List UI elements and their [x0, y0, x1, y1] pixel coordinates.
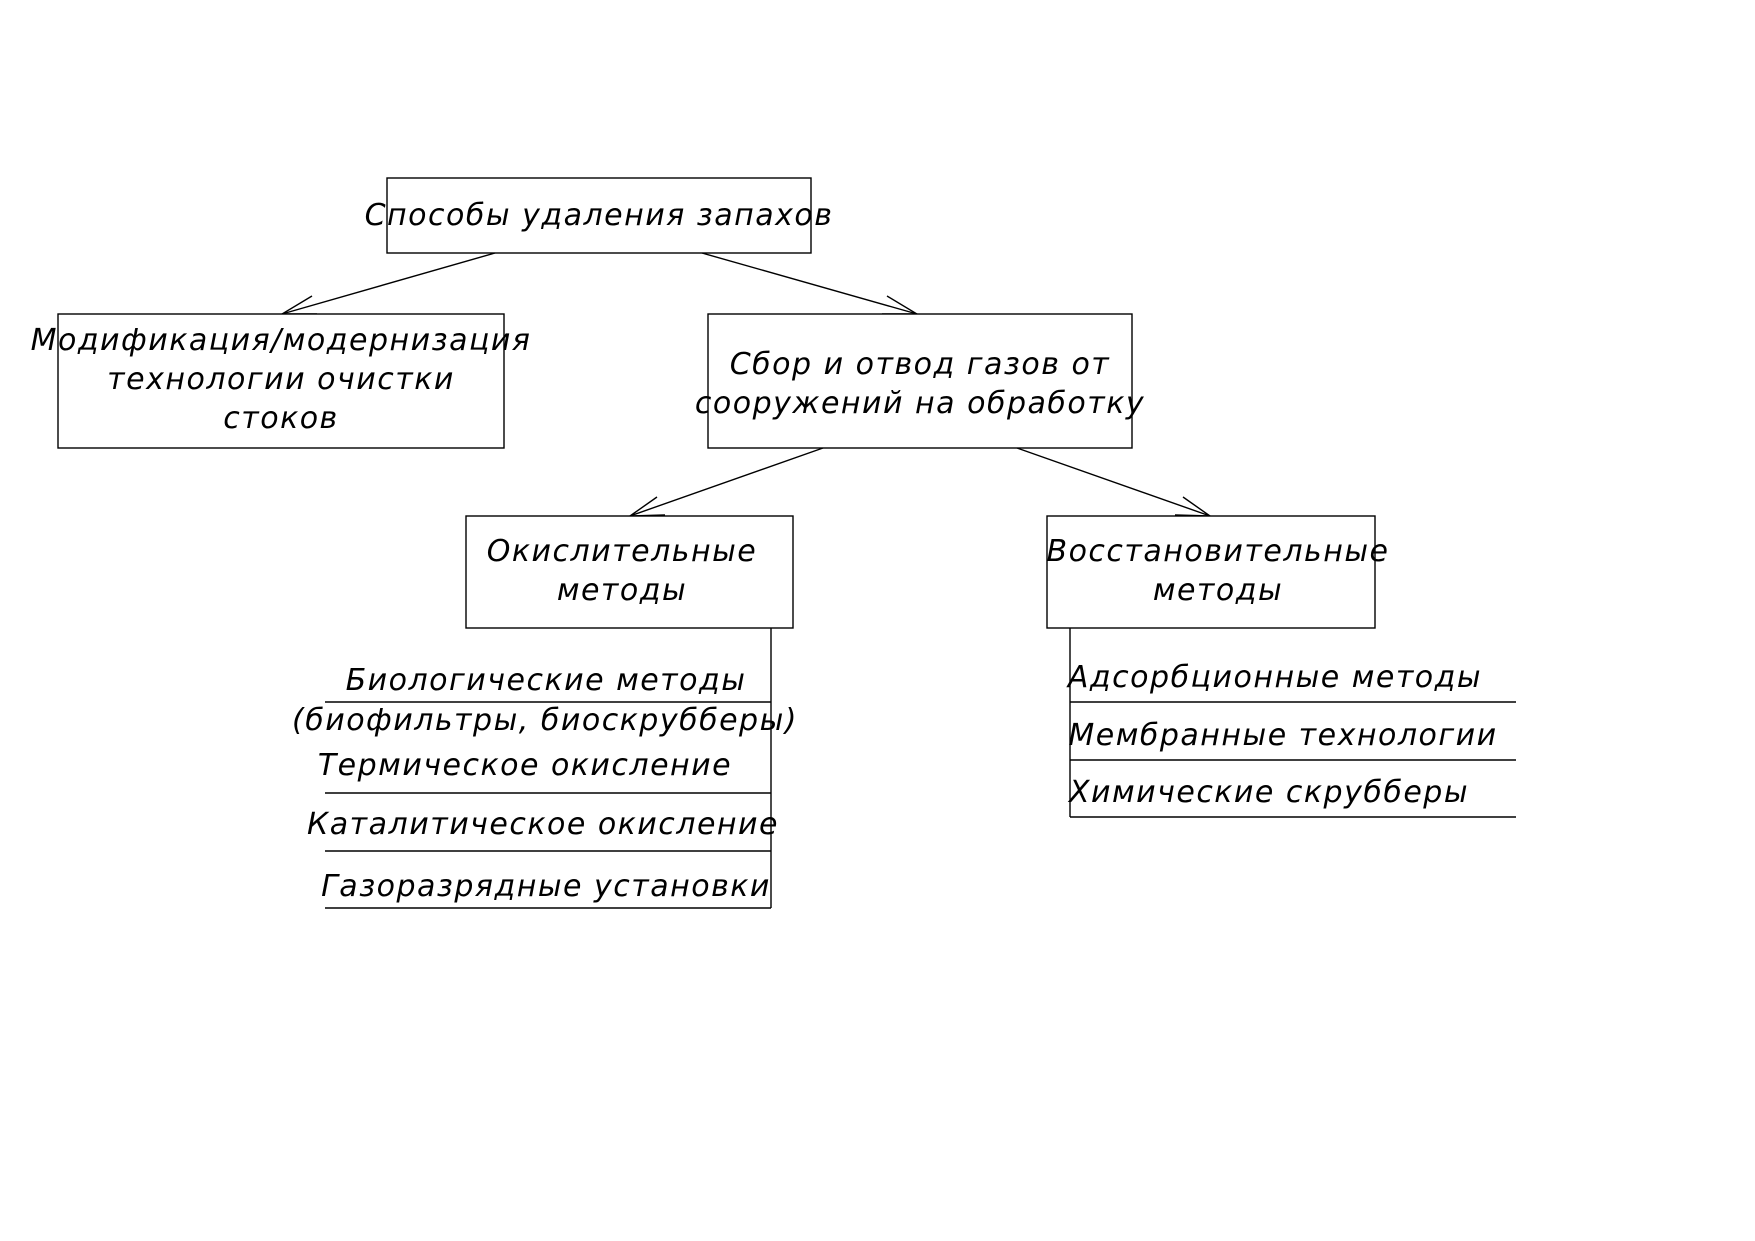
reductive-item-adsorption: Адсорбционные методы [1066, 660, 1482, 695]
reductive-line-2: методы [1153, 573, 1283, 608]
right-branch-line-2: сооружений на обработку [695, 386, 1145, 421]
reductive-item-chemical-scrubbers: Химические скрубберы [1067, 775, 1469, 810]
oxidative-item-thermal: Термическое окисление [318, 748, 732, 783]
oxidative-list: Биологические методы (биофильтры, биоскр… [292, 628, 798, 909]
connector-root-left [281, 252, 496, 315]
reductive-line-1: Восстановительные [1047, 534, 1390, 569]
connector-to-oxidative [629, 447, 824, 517]
arrowhead-oxidative [627, 496, 666, 517]
oxidative-item-biological-detail: (биофильтры, биоскрубберы) [292, 703, 798, 738]
right-branch-line-1: Сбор и отвод газов от [730, 347, 1111, 382]
root-node: Способы удаления запахов [365, 177, 834, 254]
left-branch-line-2: технологии очистки [107, 362, 455, 397]
oxidative-item-biological: Биологические методы [346, 663, 747, 698]
root-label: Способы удаления запахов [365, 198, 834, 233]
oxidative-item-catalytic: Каталитическое окисление [307, 807, 779, 842]
reductive-list: Адсорбционные методы Мембранные технолог… [1066, 628, 1516, 818]
connector-to-reductive [1016, 447, 1211, 517]
reductive-item-membrane: Мембранные технологии [1068, 718, 1497, 753]
left-branch-node: Модификация/модернизация технологии очис… [31, 313, 532, 449]
right-branch-node: Сбор и отвод газов от сооружений на обра… [695, 313, 1145, 449]
root-connectors [279, 252, 920, 315]
left-branch-line-1: Модификация/модернизация [31, 323, 532, 358]
left-branch-line-3: стоков [223, 401, 338, 436]
oxidative-node: Окислительные методы [465, 515, 794, 629]
oxidative-line-2: методы [557, 573, 687, 608]
oxidative-item-gas-discharge: Газоразрядные установки [321, 869, 771, 904]
connector-root-right [701, 252, 918, 315]
right-branch-connectors [627, 447, 1213, 517]
arrowhead-reductive [1174, 496, 1213, 517]
oxidative-line-1: Окислительные [487, 534, 757, 569]
method-tree-diagram: Способы удаления запахов Модификация/мод… [31, 177, 1516, 909]
reductive-node: Восстановительные методы [1046, 515, 1390, 629]
